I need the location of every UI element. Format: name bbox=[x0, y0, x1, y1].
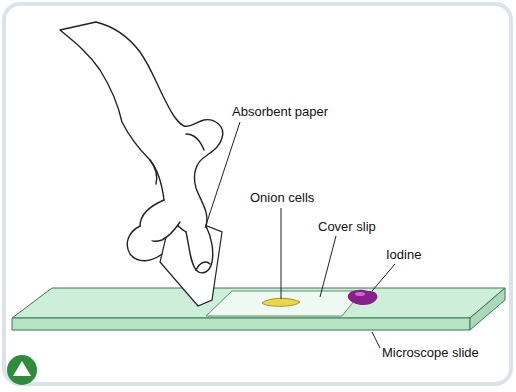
frame bbox=[4, 4, 511, 384]
part-label: Iodine bbox=[386, 247, 421, 262]
cover-slip bbox=[206, 291, 362, 316]
part-label: Cover slip bbox=[318, 219, 376, 234]
part-label: Microscope slide bbox=[382, 345, 479, 360]
hand bbox=[60, 22, 223, 273]
part-label: Absorbent paper bbox=[232, 104, 328, 119]
part-label: Onion cells bbox=[250, 190, 314, 205]
iodine-shine bbox=[355, 292, 365, 296]
onion-cells bbox=[262, 298, 300, 306]
iodine-drop bbox=[348, 290, 378, 305]
microscope-slide bbox=[12, 288, 505, 330]
triangle-badge bbox=[7, 355, 37, 385]
leader-lines bbox=[205, 122, 395, 348]
